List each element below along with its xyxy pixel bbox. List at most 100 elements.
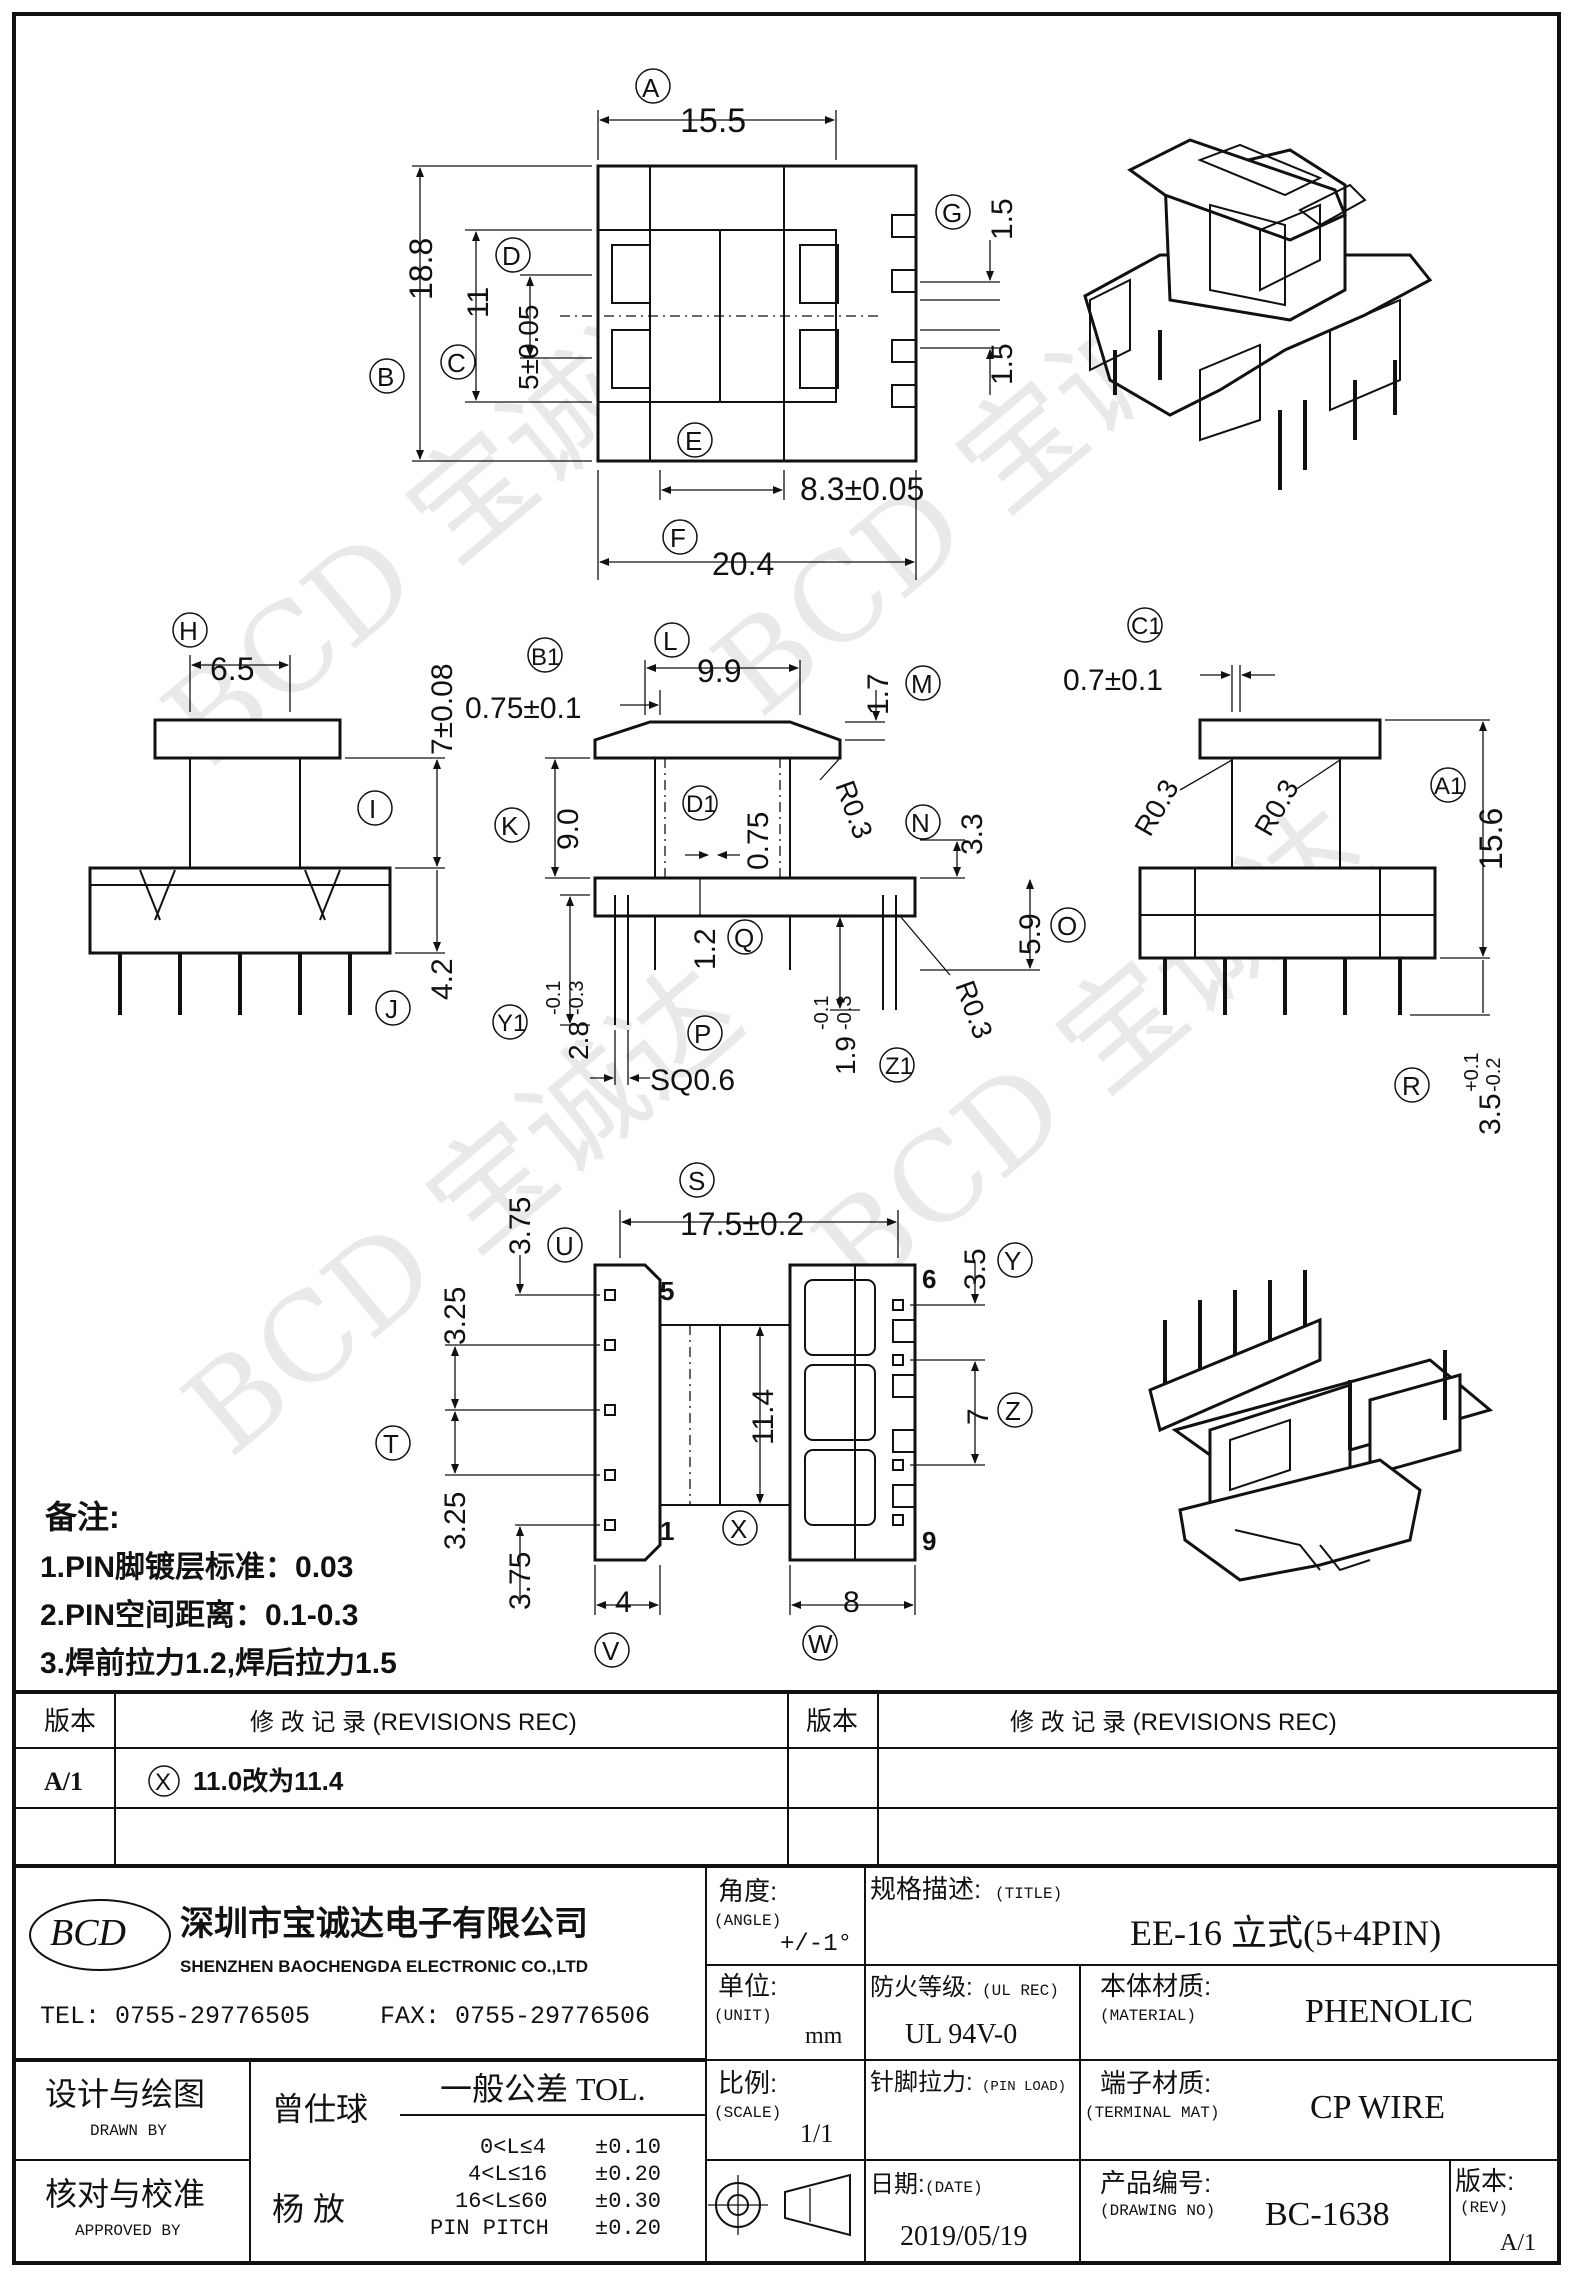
company-name-cn: 深圳市宝诚达电子有限公司 <box>180 1904 588 1943</box>
company-logo <box>29 1899 171 1971</box>
dim-m-value: 1.7 <box>862 673 895 715</box>
label-w: W <box>808 1629 833 1659</box>
drawn-label: 设计与绘图 <box>45 2076 205 2112</box>
pin-label-1: 1 <box>660 1516 674 1546</box>
date-label: 日期: <box>870 2171 925 2198</box>
projection-symbol <box>708 2173 851 2237</box>
unit-value: mm <box>805 2023 843 2049</box>
dim-a1-value: 15.6 <box>1473 808 1509 870</box>
terminal-label: 端子材质: <box>1100 2068 1211 2098</box>
scale-label-en: (SCALE) <box>714 2104 781 2122</box>
notes: 备注: 1.PIN脚镀层标准：0.03 2.PIN空间距离：0.1-0.3 3.… <box>40 1499 397 1680</box>
approved-label: 核对与校准 <box>45 2176 205 2212</box>
date-value: 2019/05/19 <box>900 2221 1028 2252</box>
label-x: X <box>730 1514 747 1544</box>
dim-b1-value: 0.75±0.1 <box>465 692 582 725</box>
label-v: V <box>602 1636 620 1666</box>
tol-range-2: 4<L≤16 <box>468 2162 547 2187</box>
title-label-en: (TITLE) <box>995 1885 1062 1903</box>
label-y: Y <box>1004 1246 1021 1276</box>
label-n: N <box>911 808 930 838</box>
dim-v-left-value: 3.75 <box>504 1552 537 1610</box>
dim-s-value: 17.5±0.2 <box>680 1206 804 1242</box>
pin-squares-right <box>892 1299 904 1526</box>
ul-label: 防火等级: <box>870 1974 973 2001</box>
company-fax: FAX: 0755-29776506 <box>380 2002 650 2031</box>
label-r: R <box>1402 1071 1421 1101</box>
note-1: 1.PIN脚镀层标准：0.03 <box>40 1551 353 1584</box>
isometric-view-bottom <box>1148 1270 1494 1582</box>
dim-w-value: 8 <box>843 1586 860 1619</box>
svg-text:BCD 宝诚达: BCD 宝诚达 <box>789 781 1397 1322</box>
material-label-en: (MATERIAL) <box>1100 2007 1196 2025</box>
dim-j-value: 4.2 <box>426 958 459 1000</box>
dim-x-value: 11.4 <box>747 1389 780 1445</box>
label-u: U <box>555 1231 574 1261</box>
rev-row-1-mark: X <box>155 1769 171 1796</box>
rev-label-en: (REV) <box>1460 2199 1508 2217</box>
tol-value-1: ±0.10 <box>595 2135 661 2160</box>
tol-value-4: ±0.20 <box>595 2216 661 2241</box>
dim-u-value: 3.75 <box>504 1197 537 1255</box>
terminal-value: CP WIRE <box>1310 2089 1445 2126</box>
dim-l-value: 9.9 <box>697 653 741 689</box>
label-i: I <box>369 794 376 824</box>
dim-o-value: 5.9 <box>1014 913 1047 955</box>
dim-i-value: 7±0.08 <box>426 663 459 755</box>
dim-y1-tol-dn: -0.3 <box>566 981 588 1015</box>
label-a1: A1 <box>1434 773 1463 800</box>
dim-y-value: 3.5 <box>959 1248 992 1290</box>
dim-p-value: SQ0.6 <box>650 1064 735 1097</box>
material-value: PHENOLIC <box>1305 1993 1473 2030</box>
label-f: F <box>670 523 686 553</box>
pin-label-9: 9 <box>922 1526 936 1556</box>
pin-squares-left <box>604 1289 616 1531</box>
dim-f-value: 20.4 <box>712 546 774 582</box>
date-label-en: (DATE) <box>925 2179 983 2197</box>
dim-d-value: 5±0.05 <box>513 305 544 390</box>
pin-load-label: 针脚拉力: <box>870 2069 973 2096</box>
dim-z-value: 7 <box>962 1408 995 1425</box>
angle-label: 角度: <box>718 1876 777 1906</box>
dim-z1-tol-up: -0.1 <box>811 996 833 1030</box>
svg-text:BCD 宝诚达: BCD 宝诚达 <box>159 941 767 1482</box>
dim-r03-a-value: R0.3 <box>829 776 878 842</box>
tol-value-3: ±0.30 <box>595 2189 661 2214</box>
dim-r03-1-value: R0.3 <box>1128 774 1184 841</box>
dim-y1-value: 2.8 <box>563 1021 594 1060</box>
company-logo-text: BCD <box>50 1912 126 1954</box>
scale-label: 比例: <box>718 2068 777 2098</box>
dim-b-value: 18.8 <box>403 238 439 300</box>
rev-col-version-left: 版本 <box>44 1706 96 1736</box>
tol-range-4: PIN PITCH <box>430 2216 549 2241</box>
bottom-view: 5 6 1 9 17.5±0.2 S 3.75 U 3.5 Y 3.25 3.2… <box>375 1162 1033 1668</box>
dim-g-top-value: 1.5 <box>986 198 1019 240</box>
label-c1: C1 <box>1131 613 1162 640</box>
dim-t-top-value: 3.25 <box>439 1287 472 1345</box>
company-tel: TEL: 0755-29776505 <box>40 2002 310 2031</box>
label-k: K <box>501 811 519 841</box>
pin-load-label-en: (PIN LOAD) <box>982 2079 1066 2095</box>
dim-q-value: 1.2 <box>689 928 722 970</box>
dim-a-value: 15.5 <box>680 102 746 140</box>
drawing-no-label: 产品编号: <box>1100 2168 1211 2198</box>
title-value: EE-16 立式(5+4PIN) <box>1130 1913 1441 1953</box>
material-label: 本体材质: <box>1100 1971 1211 2001</box>
revisions-table: 版本 修 改 记 录 (REVISIONS REC) 版本 修 改 记 录 (R… <box>14 1690 1559 1868</box>
rev-row-1-version: A/1 <box>44 1767 83 1796</box>
ul-label-en: (UL REC) <box>982 1982 1059 2000</box>
note-3: 3.焊前拉力1.2,焊后拉力1.5 <box>40 1646 397 1680</box>
angle-label-en: (ANGLE) <box>714 1912 781 1930</box>
label-y1: Y1 <box>497 1010 526 1037</box>
dim-h-value: 6.5 <box>210 651 254 687</box>
dim-r-value: 3.5 <box>1474 1093 1507 1135</box>
label-m: M <box>911 669 933 699</box>
tol-value-2: ±0.20 <box>595 2162 661 2187</box>
dim-c1-value: 0.7±0.1 <box>1063 664 1163 697</box>
drawn-label-en: DRAWN BY <box>90 2122 167 2140</box>
label-d: D <box>502 241 521 271</box>
front-view: 9.9 L 0.75±0.1 B1 1.7 M 9.0 K 0.75 D1 R0… <box>465 622 1086 1097</box>
label-c: C <box>447 348 466 378</box>
ul-value: UL 94V-0 <box>905 2019 1017 2050</box>
